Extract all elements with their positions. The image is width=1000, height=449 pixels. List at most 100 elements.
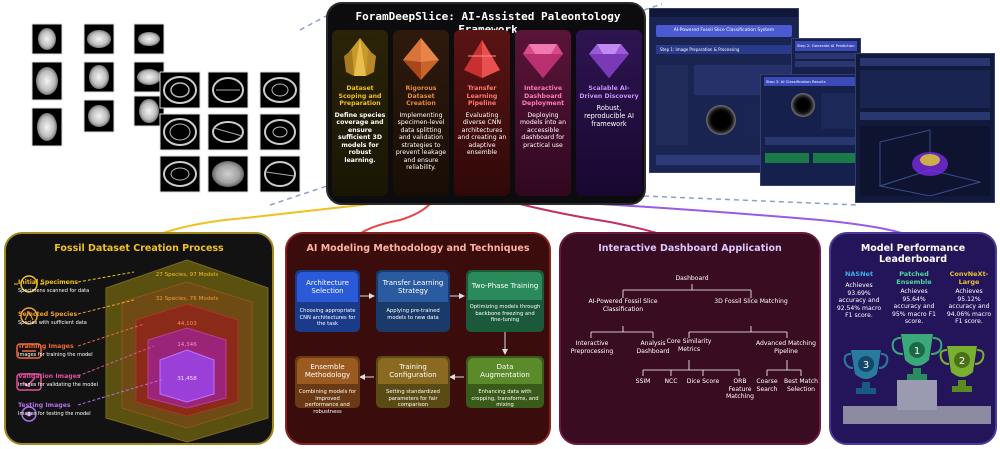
dataset-panel: Fossil Dataset Creation Process 27 Speci… <box>4 232 274 445</box>
column-title: Dataset Scoping and Preparation <box>338 85 382 107</box>
step-title: Transfer Learning Strategy <box>378 272 448 302</box>
column-dashboard-deployment: Interactive Dashboard Deployment Deployi… <box>515 30 571 196</box>
column-body: Robust, reproducible AI framework <box>584 104 634 128</box>
column-body: Define species coverage and ensure suffi… <box>334 111 386 164</box>
gear-icon <box>21 406 37 422</box>
tree-branch-classification: AI-Powered Fossil Slice Classification <box>588 298 658 313</box>
3d-plot-thumbnail <box>860 126 990 197</box>
tree-node-analysis: Analysis Dashboard <box>636 340 670 355</box>
step-desc: Combining models for improved performanc… <box>298 389 357 415</box>
dashboard-tree-lines <box>590 284 802 376</box>
stage-icons <box>14 275 44 422</box>
stage-desc-initial: Specimens scanned for data <box>18 288 90 294</box>
lb-text-ensemble: Achieves 95.64% accuracy and 95% macro F… <box>892 288 936 325</box>
tree-node-preprocessing: Interactive Preprocessing <box>570 340 614 355</box>
purple-diamond-icon <box>589 44 629 78</box>
stage-desc-selected: Species with sufficient data <box>18 320 87 326</box>
step-title: Two-Phase Training <box>468 272 542 300</box>
stage-label-selected: Selected Species <box>18 311 78 318</box>
tile-grid-b <box>159 71 301 193</box>
podium-trophies: 1 3 2 <box>843 334 991 424</box>
rank-1-label: 1 <box>914 346 920 357</box>
step-title: Architecture Selection <box>297 272 358 302</box>
column-dataset-scoping: Dataset Scoping and Preparation Define s… <box>332 30 388 196</box>
column-transfer-learning: Transfer Learning Pipeline Evaluating di… <box>454 30 510 196</box>
column-title: Interactive Dashboard Deployment <box>521 85 565 107</box>
leaderboard-panel: Model Performance Leaderboard NASNet Ach… <box>829 232 997 445</box>
top-connector-lines <box>159 3 906 235</box>
framework-panel: ForamDeepSlice: AI-Assisted Paleontology… <box>326 2 646 205</box>
ai-flow-arrows <box>359 293 508 380</box>
lb-name-nasnet: NASNet <box>844 270 874 278</box>
hex-label-4: 14,346 <box>177 342 197 348</box>
rank-3-label: 3 <box>863 360 869 371</box>
screenshot-step: Step 2: Generate AI Prediction <box>795 41 857 51</box>
step-title: Training Configuration <box>378 358 448 384</box>
column-ai-discovery: Scalable AI-Driven Discovery Robust, rep… <box>576 30 642 196</box>
trophy-icon-rank-2: 2 <box>939 346 985 392</box>
step-desc: Enhancing data with cropping, transforms… <box>471 389 539 408</box>
dashboard-panel: Interactive Dashboard Application Dashbo… <box>559 232 821 445</box>
checkmark-icon <box>16 373 42 391</box>
stage-desc-validation: Images for validating the model <box>18 382 99 388</box>
column-title: Transfer Learning Pipeline <box>466 85 498 107</box>
lb-text-convnext: Achieves 95.12% accuracy and 94.06% macr… <box>946 288 992 325</box>
trophy-icon-rank-1: 1 <box>891 334 943 380</box>
rank-2-label: 2 <box>959 356 965 367</box>
pink-gem-icon <box>523 44 563 78</box>
screenshot-step: Step 1: Image Preparation & Processing <box>656 45 792 54</box>
branch-icon <box>20 307 38 325</box>
column-title: Scalable AI-Driven Discovery <box>579 85 639 100</box>
hex-label-2: 32 Species, 76 Models <box>155 296 219 302</box>
dumbbell-icon <box>16 343 42 359</box>
pipeline-coarse-search: Coarse Search <box>756 378 778 393</box>
step-architecture-selection: Architecture Selection Choosing appropri… <box>295 270 360 332</box>
screenshot-title: AI-Powered Fossil Slice Classification S… <box>656 25 792 37</box>
nested-hexagons <box>105 259 269 443</box>
step-data-augmentation: Data Augmentation Enhancing data with cr… <box>466 356 544 408</box>
column-body: Deploying models into an accessible dash… <box>520 111 566 149</box>
hex-label-3: 44,103 <box>177 321 197 327</box>
stage-label-testing: Testing Images <box>18 402 71 409</box>
lb-name-ensemble: Patched Ensemble <box>896 270 932 286</box>
tree-node-advanced-pipeline: Advanced Matching Pipeline <box>755 340 817 355</box>
ai-panel-title: AI Modeling Methodology and Techniques <box>306 243 530 254</box>
step-desc: Applying pre-trained models to new data <box>386 308 440 321</box>
column-title: Rigorous Dataset Creation <box>405 85 437 107</box>
step-desc: Setting standardized parameters for fair… <box>386 389 440 408</box>
metric-ncc: NCC <box>664 378 678 385</box>
hex-label-1: 27 Species, 97 Models <box>155 272 219 278</box>
step-training-configuration: Training Configuration Setting standardi… <box>376 356 450 408</box>
step-desc: Choosing appropriate CNN architectures f… <box>299 308 356 327</box>
stage-desc-testing: Images for testing the model <box>18 411 91 417</box>
fossil-slice-tiles <box>31 23 301 193</box>
step-title: Data Augmentation <box>468 358 542 384</box>
stage-label-validation: Validation Images <box>18 373 81 380</box>
tree-branch-matching: 3D Fossil Slice Matching <box>714 298 788 305</box>
step-transfer-learning: Transfer Learning Strategy Applying pre-… <box>376 270 450 332</box>
ai-methodology-panel: AI Modeling Methodology and Techniques A… <box>285 232 551 445</box>
step-ensemble-methodology: Ensemble Methodology Combining models fo… <box>295 356 360 415</box>
metric-dice: Dice Score <box>686 378 720 385</box>
dashboard-panel-title: Interactive Dashboard Application <box>598 243 782 254</box>
column-body: Implementing specimen-level data splitti… <box>395 111 447 172</box>
stage-label-initial: Initial Specimens <box>18 279 78 286</box>
gold-crystal-icon <box>344 38 376 76</box>
metric-orb: ORB Feature Matching <box>725 378 755 400</box>
microscopy-collage <box>30 22 306 208</box>
dashboard-screenshot-3: Step 3: AI Classification Results <box>760 74 860 186</box>
column-dataset-creation: Rigorous Dataset Creation Implementing s… <box>393 30 449 196</box>
metric-ssim: SSIM <box>635 378 651 385</box>
stage-desc-training: Images for training the model <box>18 352 93 358</box>
tree-root-dashboard: Dashboard <box>675 275 709 282</box>
step-title: Ensemble Methodology <box>297 358 358 384</box>
stage-connector-lines <box>77 271 165 406</box>
screenshot-step: Step 3: AI Classification Results <box>764 77 856 86</box>
leaderboard-title: Model Performance Leaderboard <box>860 243 966 265</box>
pipeline-best-match: Best Match Selection <box>783 378 819 393</box>
dataset-panel-title: Fossil Dataset Creation Process <box>54 243 224 254</box>
orange-octahedron-icon <box>403 38 439 80</box>
tile-grid-a <box>31 23 165 147</box>
light-bulb-icon <box>14 275 44 293</box>
tree-node-core-metrics: Core Similarity Metrics <box>666 338 712 353</box>
